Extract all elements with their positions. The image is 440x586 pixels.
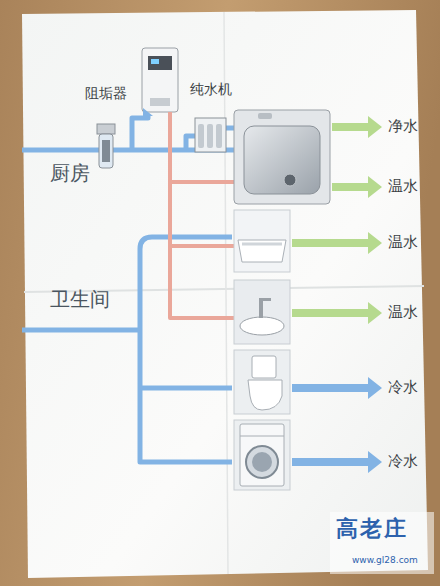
cold-pipe bbox=[22, 114, 268, 462]
hot-pipe bbox=[170, 112, 236, 318]
filter-icon bbox=[97, 124, 115, 168]
watermark-url: www.gl28.com bbox=[352, 556, 418, 566]
purifier-node: 纯水机 bbox=[193, 116, 228, 154]
watermark-plate bbox=[330, 512, 434, 574]
outlet-label: 冷水 bbox=[388, 453, 418, 470]
outlet-arrow bbox=[292, 116, 382, 473]
bathtub bbox=[234, 210, 290, 272]
water-heater bbox=[142, 48, 178, 112]
outlet-label: 净水 bbox=[388, 118, 418, 135]
paper-sheet bbox=[22, 10, 428, 578]
outlet-label: 温水 bbox=[388, 304, 418, 321]
washing-machine bbox=[234, 420, 290, 490]
watermark-text: 高老庄 bbox=[336, 516, 408, 540]
node-title: 纯水机 bbox=[175, 82, 247, 97]
filter-node: 阻垢器 bbox=[94, 120, 118, 170]
outlet-label: 温水 bbox=[388, 178, 418, 195]
wash-basin bbox=[234, 280, 290, 344]
node-title: 阻垢器 bbox=[70, 86, 142, 101]
outlet-label: 温水 bbox=[388, 234, 418, 251]
room-label: 厨房 bbox=[50, 162, 90, 184]
outlet-label: 冷水 bbox=[388, 379, 418, 396]
kitchen-sink bbox=[234, 110, 330, 204]
room-label: 卫生间 bbox=[50, 288, 110, 310]
purifier-icon bbox=[195, 118, 226, 152]
toilet bbox=[234, 350, 290, 414]
